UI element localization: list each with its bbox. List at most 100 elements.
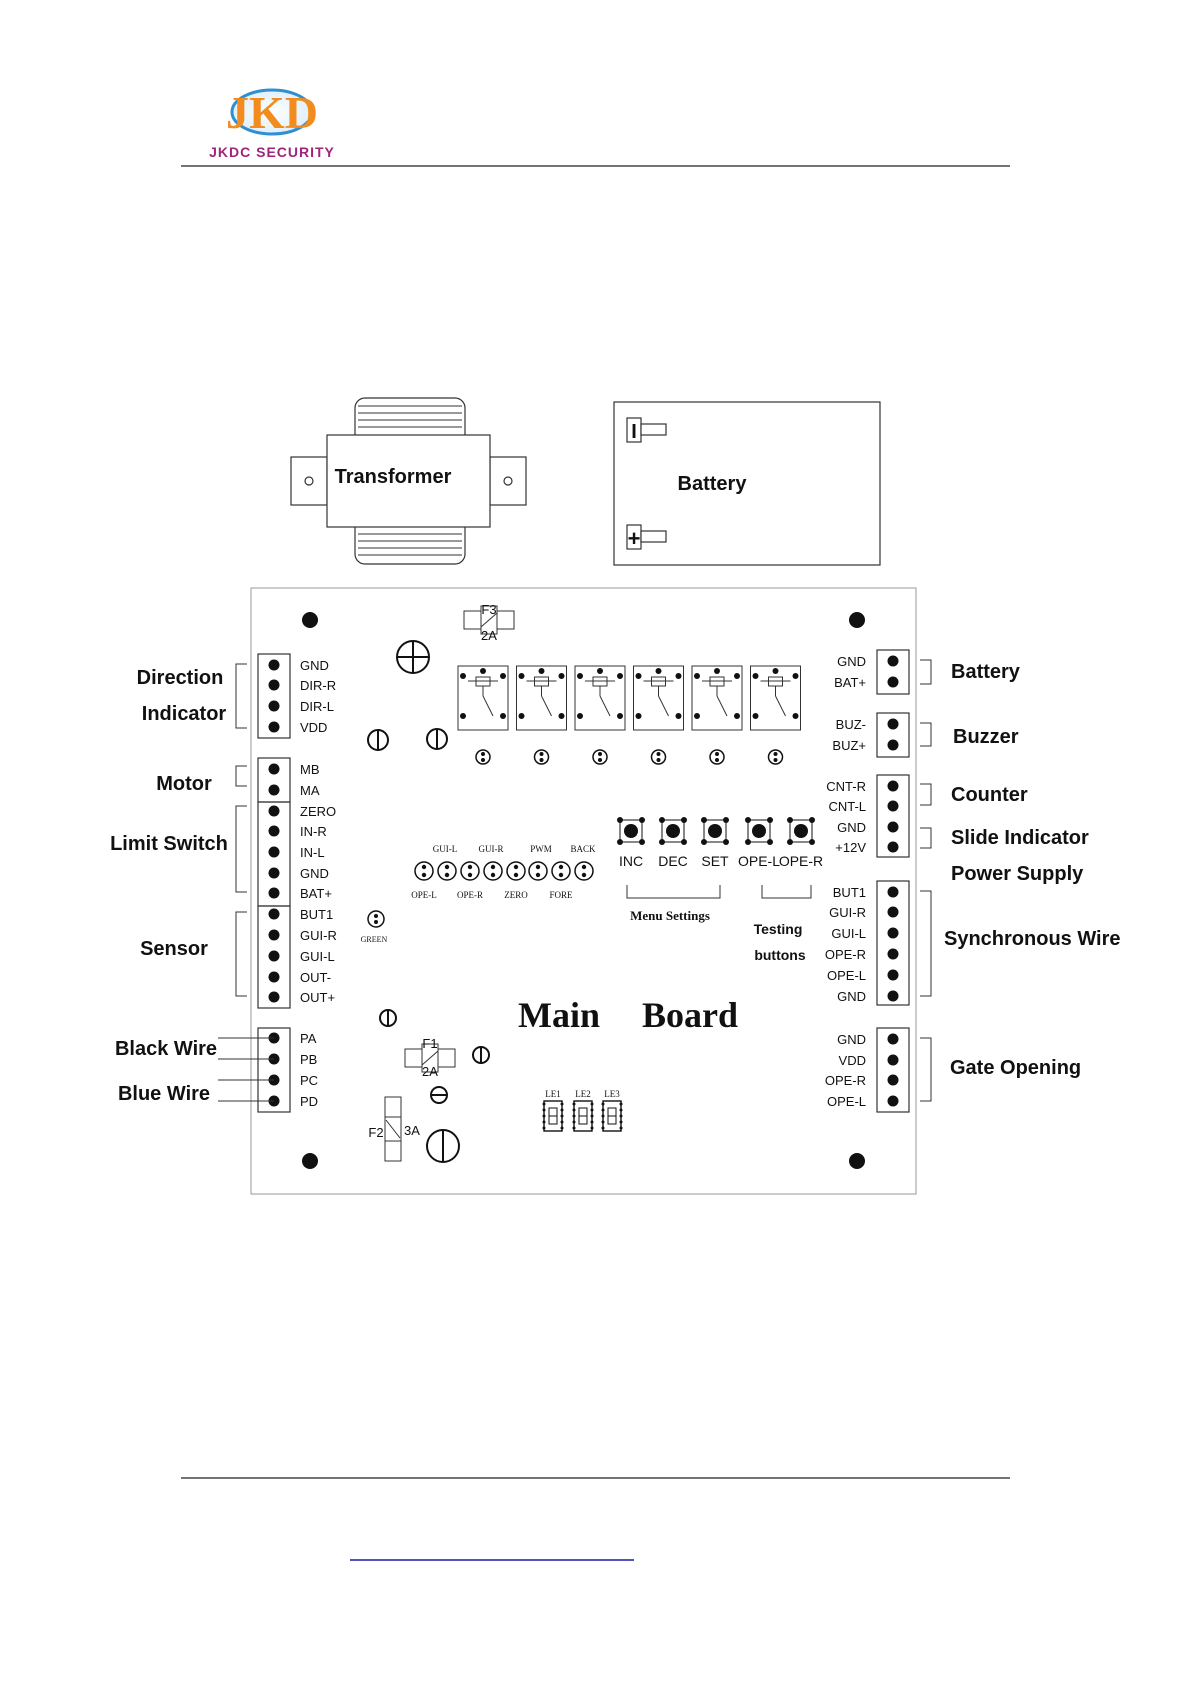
- status-led-icon: [414, 861, 434, 881]
- right-pin-label: GND: [837, 1032, 866, 1047]
- mount-hole-icon: [302, 612, 318, 628]
- relay-pin: [500, 673, 506, 679]
- callout-motor: Motor: [156, 773, 212, 795]
- board-title-main: Main: [518, 995, 600, 1035]
- left-pin-label: OUT+: [300, 990, 335, 1005]
- left-pin-label: PD: [300, 1094, 318, 1109]
- terminal-pin: [887, 821, 899, 833]
- relay-pin: [480, 668, 486, 674]
- callout-direction: Direction: [137, 667, 224, 689]
- led-top-label: BACK: [570, 844, 596, 854]
- callout-gate-opening: Gate Opening: [950, 1057, 1081, 1079]
- terminal-pin: [887, 676, 899, 688]
- left-brackets: [218, 663, 274, 1102]
- footer: [181, 1477, 1010, 1561]
- left-pin-label: GUI-R: [300, 928, 337, 943]
- relay-pin: [460, 673, 466, 679]
- terminal-pin: [887, 718, 899, 730]
- callout-sensor: Sensor: [140, 938, 208, 960]
- terminal-pin: [268, 721, 280, 733]
- terminal-pin: [887, 990, 899, 1002]
- left-pin-label: IN-L: [300, 845, 325, 860]
- fuse-f1-rating: 2A: [422, 1064, 438, 1079]
- push-button[interactable]: [617, 817, 645, 845]
- push-button[interactable]: [745, 817, 773, 845]
- fuse-f2: F2 3A: [368, 1096, 420, 1162]
- terminal-pin: [268, 700, 280, 712]
- push-button[interactable]: [659, 817, 687, 845]
- battery: I + Battery: [613, 401, 881, 566]
- relay-pin: [538, 668, 545, 674]
- menu-settings-bracket: [626, 885, 721, 899]
- relay-led-icon: [533, 749, 550, 765]
- left-pin-label: BUT1: [300, 907, 333, 922]
- right-pin-label: BUT1: [833, 885, 866, 900]
- relay-led-icon: [475, 749, 491, 765]
- right-pin-label: GUI-L: [831, 926, 866, 941]
- terminal-pin: [268, 950, 280, 962]
- transformer-label: Transformer: [335, 466, 452, 488]
- fuse-f2-rating: 3A: [404, 1123, 420, 1138]
- terminal-pin: [887, 739, 899, 751]
- relay-pin: [772, 668, 779, 674]
- button-label: SET: [701, 853, 729, 869]
- terminal-pin: [887, 906, 899, 918]
- right-pin-label: CNT-R: [826, 779, 866, 794]
- relay-pin: [460, 713, 466, 719]
- right-pin-label: OPE-R: [825, 947, 866, 962]
- terminal-pin: [887, 927, 899, 939]
- terminal-pin: [887, 886, 899, 898]
- terminal-pin: [268, 805, 280, 817]
- right-pin-label: CNT-L: [828, 799, 866, 814]
- battery-plus-symbol: +: [628, 526, 641, 551]
- push-button[interactable]: [701, 817, 729, 845]
- right-pin-labels: GNDBAT+BUZ-BUZ+CNT-RCNT-LGND+12VBUT1GUI-…: [825, 654, 866, 1109]
- mount-hole-icon: [304, 476, 314, 486]
- relay-pin: [635, 673, 642, 679]
- relay-pin: [675, 713, 682, 719]
- mount-hole-icon: [503, 476, 513, 486]
- left-pin-label: GUI-L: [300, 949, 335, 964]
- right-pin-label: BUZ+: [832, 738, 866, 753]
- led-bottom-label: FORE: [549, 890, 573, 900]
- transformer-windings: [358, 405, 462, 556]
- right-pin-label: BAT+: [834, 675, 866, 690]
- relay-pin: [675, 673, 682, 679]
- testing-label-line2: buttons: [754, 947, 806, 963]
- button-label: OPE-L: [738, 853, 780, 869]
- seven-segment-display: [601, 1100, 623, 1132]
- seven-segment-display: [572, 1100, 594, 1132]
- status-led-icon: [528, 861, 548, 881]
- relay: [633, 665, 684, 731]
- left-pin-label: PB: [300, 1052, 317, 1067]
- battery-label: Battery: [678, 473, 748, 495]
- terminal-pin: [887, 800, 899, 812]
- board-title-board: Board: [642, 995, 738, 1035]
- relay-pin: [558, 713, 565, 719]
- relay-pin: [577, 673, 583, 679]
- relay: [750, 665, 801, 731]
- push-button[interactable]: [787, 817, 815, 845]
- right-brackets: [920, 659, 932, 1102]
- left-pin-label: GND: [300, 866, 329, 881]
- led-top-label: PWM: [530, 844, 552, 854]
- relay: [516, 665, 567, 731]
- right-pin-label: GND: [837, 654, 866, 669]
- relay-led-icon: [709, 749, 725, 765]
- green-led-label: GREEN: [361, 935, 388, 944]
- green-led-icon: [367, 910, 385, 928]
- led-top-label: GUI-R: [479, 844, 504, 854]
- left-pin-label: DIR-R: [300, 678, 336, 693]
- left-terminal-blocks: [257, 653, 291, 1113]
- terminal-pin: [887, 1033, 899, 1045]
- fuse-f1: F1 2A: [404, 1036, 456, 1079]
- digit-label: LE3: [604, 1089, 620, 1099]
- right-callouts: Battery Buzzer Counter Slide Indicator P…: [920, 659, 1121, 1102]
- right-pin-label: VDD: [839, 1053, 866, 1068]
- terminal-pin: [268, 929, 280, 941]
- left-pin-label: PC: [300, 1073, 318, 1088]
- callout-indicator: Indicator: [142, 703, 227, 725]
